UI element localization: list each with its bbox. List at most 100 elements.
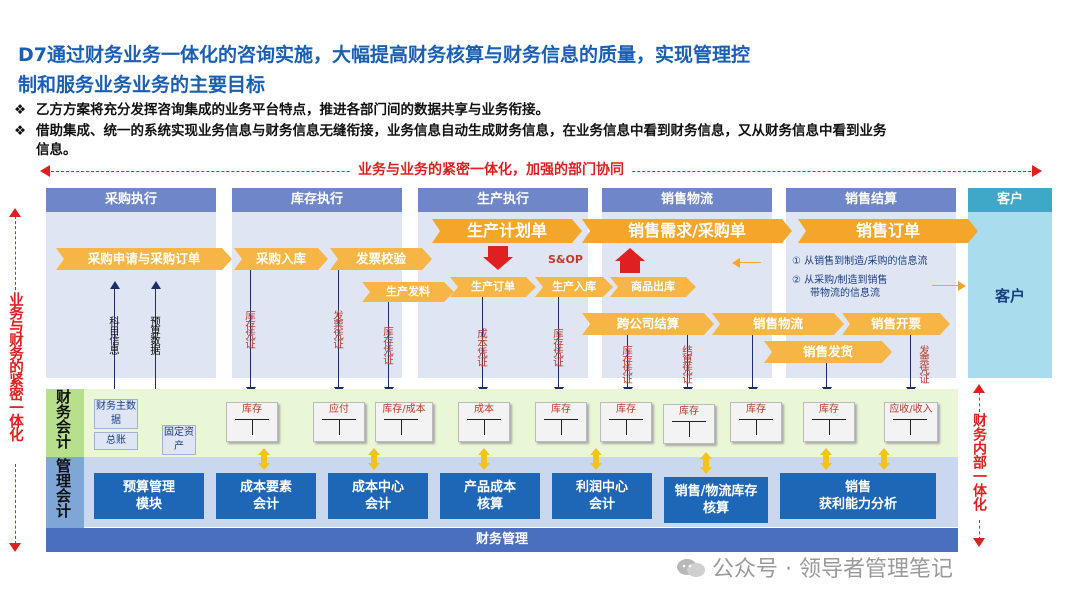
inv-voucher-label-3: 库存凭证 [552,328,564,366]
column-header-inventory: 库存执行 [232,188,402,212]
flow-sales-order: 销售订单 [798,219,978,243]
flow-sales-logistics: 销售物流 [712,313,844,335]
mgmt-acct-label: 管理会计 [54,458,72,518]
column-body-purchase [46,212,216,378]
bullet-2-continued: 信息。 [36,142,77,158]
column-header-purchase: 采购执行 [46,188,216,212]
column-body-customer [968,212,1052,378]
flow-invoice-check: 发票校验 [330,248,432,270]
bullet-2: ❖ 借助集成、统一的系统实现业务信息与财务信息无缝衔接，业务信息自动生成财务信息，… [14,122,1054,160]
module-budget: 预算管理 模块 [94,473,204,519]
up-arrow-shaft [620,261,640,273]
module-sales-logistics-inventory: 销售/物流库存 核算 [664,477,768,523]
flow-goods-out: 商品出库 [610,277,696,297]
module-sales-profitability: 销售 获利能力分析 [780,473,936,519]
info-flow-2a: ② 从采购/制造到销售 [792,275,888,286]
banner-text: 业务与业务的紧密一体化，加强的部门协同 [350,158,632,182]
bullet-marker: ❖ [14,102,27,118]
flow-prod-in: 生产入库 [535,277,613,297]
sop-label: S&OP [548,253,583,266]
up-arrowhead-icon [151,281,161,289]
double-arrow-icon [820,448,832,470]
flow-purchase-request: 采购申请与采购订单 [56,248,232,270]
info-arrow-1 [736,262,761,263]
column-header-customer: 客户 [968,188,1052,212]
customer-label: 客户 [994,287,1025,305]
subject-info-label: 科目信息 [108,316,120,354]
ledger-title: 库存 [679,406,699,417]
watermark-text: 公众号 · 领导者管理笔记 [712,557,953,582]
inv-voucher-label-4: 库存凭证 [621,345,633,383]
column-header-sales-logistics: 销售物流 [602,188,772,212]
info-arrow-2 [932,285,962,286]
wechat-icon [676,557,706,579]
ledger-title: 应付 [329,404,349,415]
module-profit-center: 利润中心 会计 [552,473,652,519]
ledger-title: 库存 [819,404,839,415]
bullet-marker: ❖ [14,123,27,139]
module-cost-center: 成本中心 会计 [328,473,428,519]
module-cost-element: 成本要素 会计 [216,473,316,519]
ledger-payable: 应付 [313,402,365,442]
settle-voucher-line [687,335,688,388]
ledger-title: 库存 [746,404,766,415]
ledger-inventory-2: 库存 [535,402,587,442]
flow-intercompany: 跨公司结算 [582,313,714,335]
ledger-inventory-5: 库存 [730,402,782,442]
ledger-title: 库存/成本 [382,404,426,415]
down-arrow-shaft [488,246,508,257]
right-red-line-top [979,392,980,412]
budget-data-label: 预算数据 [149,316,161,354]
inv-voucher-line-2 [388,302,389,388]
fixed-asset-box: 固定资产 [162,425,196,455]
right-red-line-bottom [979,520,980,540]
down-arrow-icon [483,257,513,270]
inv-voucher-line-1 [250,270,251,388]
mgmt-acct-bar [46,457,84,531]
integration-label: 业务与财务的紧密一体化 [7,292,23,441]
inv-voucher-line-4 [627,335,628,388]
flow-prod-issue: 生产发料 [362,282,454,302]
bullet-2-text: 借助集成、统一的系统实现业务信息与财务信息无缝衔接，业务信息自动生成财务信息，在… [36,123,887,139]
financial-management-bar: 财务管理 [46,528,958,552]
red-arrow-down-icon [9,543,21,552]
red-arrow-up-icon [9,208,21,217]
invoice-voucher-label-2: 发票凭证 [918,345,930,383]
info-arrow-2-icon [958,281,966,291]
up-arrowhead-icon [110,281,120,289]
ledger-title: 库存 [616,404,636,415]
double-arrow-icon [368,448,380,470]
page-title: D7通过财务业务一体化的咨询实施，大幅提高财务核算与财务信息的质量，实现管理控 … [18,40,838,100]
banner-arrow-right-icon [1032,165,1042,177]
double-arrow-icon [258,448,270,470]
ledger-cost: 成本 [458,402,510,442]
info-flow-1: ① 从销售到制造/采购的信息流 [792,256,928,267]
column-header-production: 生产执行 [418,188,588,212]
invoice-voucher-line [338,270,339,388]
ledger-title: 库存 [551,404,571,415]
red-arrow-up-icon [973,384,985,393]
ship-line [826,363,827,388]
module-product-cost: 产品成本 核算 [440,473,540,519]
internal-integration-label: 财务内部一体化 [971,413,987,511]
flow-production-plan: 生产计划单 [432,219,582,243]
left-red-line-bottom [15,464,16,544]
ledger-receivable-revenue: 应收/收入 [884,402,938,442]
ledger-inventory-3: 库存 [600,402,652,442]
master-data-box: 财务主数据 [94,399,138,429]
inv-voucher-label-2: 库存凭证 [382,326,394,364]
general-ledger-box: 总账 [94,432,138,450]
settle-voucher-label: 结算凭证 [681,345,693,383]
bullet-1: ❖乙方方案将充分发挥咨询集成的业务平台特点，推进各部门间的数据共享与业务衔接。 [14,101,1054,120]
title-line-2: 制和服务业务业务的主要目标 [18,74,266,96]
flow-purchase-in: 采购入库 [234,248,328,270]
double-arrow-icon [878,448,890,470]
invoice-voucher-label: 发票凭证 [332,310,344,348]
left-red-line-top [15,216,16,290]
ledger-title: 库存 [242,404,262,415]
ledger-title: 应收/收入 [889,404,933,415]
ledger-inventory-6: 库存 [803,402,855,442]
ledger-inventory-1: 库存 [226,402,278,442]
subject-info-line [114,288,115,410]
column-header-sales-settlement: 销售结算 [786,188,956,212]
